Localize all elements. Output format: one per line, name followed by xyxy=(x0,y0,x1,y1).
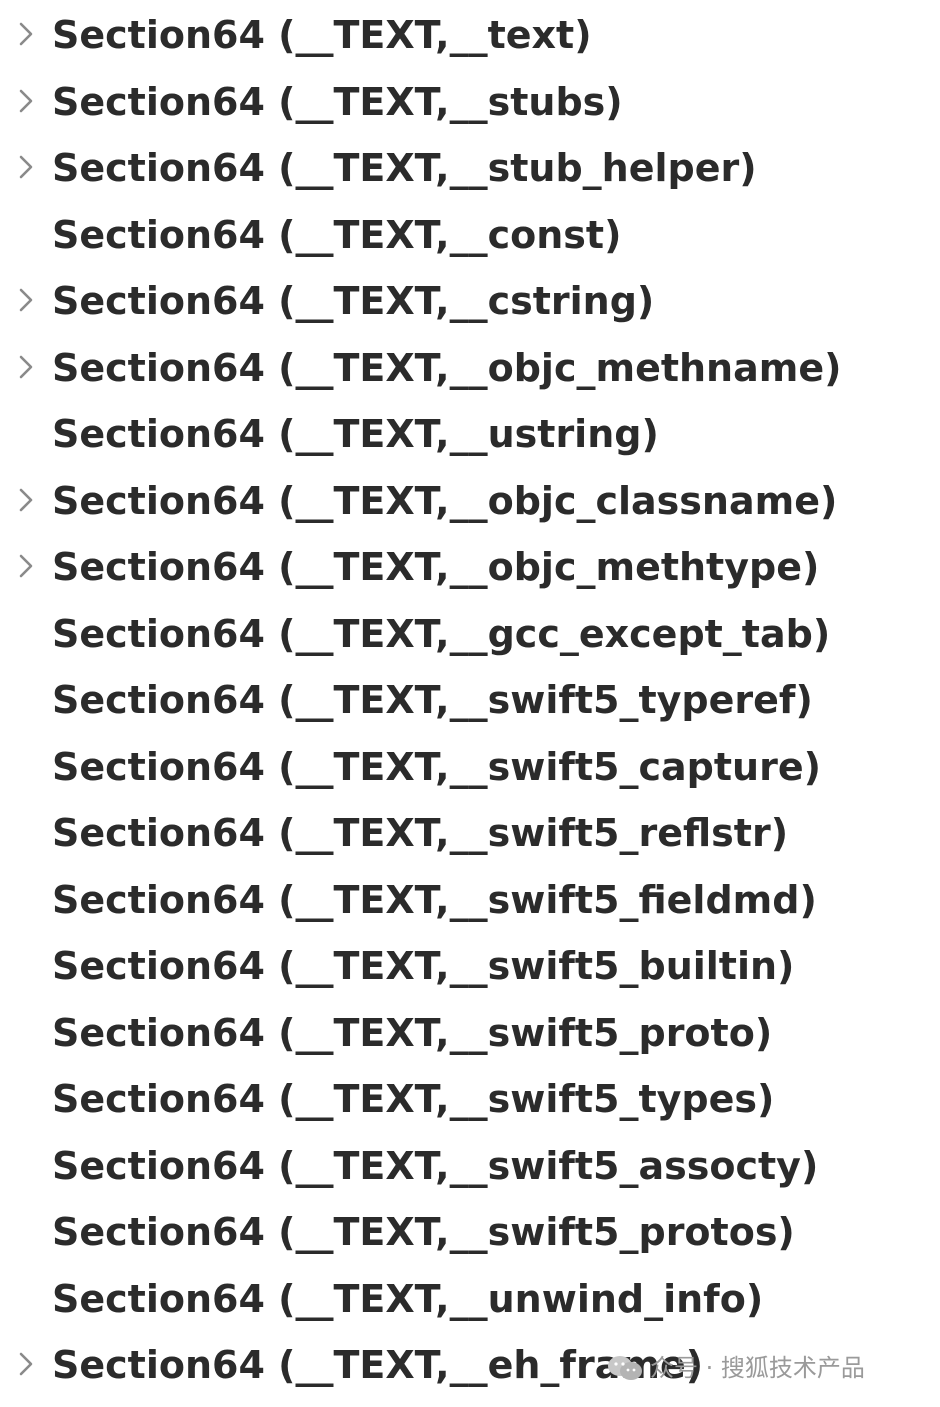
section-label: Section64 (__TEXT,__const) xyxy=(52,212,622,257)
tree-row[interactable]: Section64 (__TEXT,__text) xyxy=(0,2,940,69)
section-label: Section64 (__TEXT,__swift5_capture) xyxy=(52,744,821,789)
section-label: Section64 (__TEXT,__swift5_builtin) xyxy=(52,944,795,988)
tree-row[interactable]: Section64 (__TEXT,__swift5_types) xyxy=(0,1066,940,1133)
chevron-right-icon[interactable] xyxy=(12,534,40,601)
watermark-text: 众号 · 搜狐技术产品 xyxy=(650,1354,865,1382)
chevron-right-icon[interactable] xyxy=(12,2,40,69)
tree-row[interactable]: Section64 (__TEXT,__stub_helper) xyxy=(0,135,940,202)
section-label: Section64 (__TEXT,__swift5_assocty) xyxy=(52,1143,819,1188)
section-label: Section64 (__TEXT,__gcc_except_tab) xyxy=(52,611,831,656)
tree-row[interactable]: Section64 (__TEXT,__objc_methname) xyxy=(0,335,940,402)
tree-row[interactable]: Section64 (__TEXT,__eh_frame) xyxy=(0,1332,940,1399)
section-label: Section64 (__TEXT,__stubs) xyxy=(52,79,623,124)
chevron-right-icon[interactable] xyxy=(12,268,40,335)
tree-row[interactable]: Section64 (__TEXT,__objc_classname) xyxy=(0,468,940,535)
section-label: Section64 (__TEXT,__swift5_fieldmd) xyxy=(52,877,817,922)
section-label: Section64 (__TEXT,__swift5_reflstr) xyxy=(52,811,789,855)
section-label: Section64 (__TEXT,__cstring) xyxy=(52,279,655,323)
section-label: Section64 (__TEXT,__eh_frame) xyxy=(52,1343,704,1387)
tree-row[interactable]: Section64 (__TEXT,__swift5_fieldmd) xyxy=(0,867,940,934)
section-label: Section64 (__TEXT,__objc_methname) xyxy=(52,345,842,390)
section-label: Section64 (__TEXT,__swift5_proto) xyxy=(52,1010,773,1055)
tree-row[interactable]: Section64 (__TEXT,__objc_methtype) xyxy=(0,534,940,601)
section-label: Section64 (__TEXT,__objc_methtype) xyxy=(52,545,820,589)
section-label: Section64 (__TEXT,__swift5_protos) xyxy=(52,1210,795,1254)
tree-row[interactable]: Section64 (__TEXT,__stubs) xyxy=(0,69,940,136)
section-label: Section64 (__TEXT,__ustring) xyxy=(52,412,659,456)
tree-row[interactable]: Section64 (__TEXT,__swift5_typeref) xyxy=(0,667,940,734)
section-label: Section64 (__TEXT,__swift5_types) xyxy=(52,1077,775,1121)
tree-row[interactable]: Section64 (__TEXT,__swift5_capture) xyxy=(0,734,940,801)
watermark: 众号 · 搜狐技术产品 xyxy=(606,1347,865,1387)
tree-row[interactable]: Section64 (__TEXT,__swift5_builtin) xyxy=(0,933,940,1000)
tree-row[interactable]: Section64 (__TEXT,__swift5_assocty) xyxy=(0,1133,940,1200)
tree-row[interactable]: Section64 (__TEXT,__swift5_reflstr) xyxy=(0,800,940,867)
section-label: Section64 (__TEXT,__stub_helper) xyxy=(52,146,757,190)
chevron-right-icon[interactable] xyxy=(12,69,40,136)
chevron-right-icon[interactable] xyxy=(12,468,40,535)
wechat-logo-icon xyxy=(606,1354,644,1382)
chevron-right-icon[interactable] xyxy=(12,135,40,202)
tree-row[interactable]: Section64 (__TEXT,__const) xyxy=(0,202,940,269)
section-label: Section64 (__TEXT,__unwind_info) xyxy=(52,1276,764,1321)
chevron-right-icon[interactable] xyxy=(12,1332,40,1399)
tree-row[interactable]: Section64 (__TEXT,__gcc_except_tab) xyxy=(0,601,940,668)
tree-row[interactable]: Section64 (__TEXT,__unwind_info) xyxy=(0,1266,940,1333)
tree-row[interactable]: Section64 (__TEXT,__swift5_proto) xyxy=(0,1000,940,1067)
tree-row[interactable]: Section64 (__TEXT,__cstring) xyxy=(0,268,940,335)
chevron-right-icon[interactable] xyxy=(12,335,40,402)
tree-row[interactable]: Section64 (__TEXT,__ustring) xyxy=(0,401,940,468)
section-label: Section64 (__TEXT,__text) xyxy=(52,13,592,57)
section-label: Section64 (__TEXT,__objc_classname) xyxy=(52,478,838,523)
section-label: Section64 (__TEXT,__swift5_typeref) xyxy=(52,678,813,722)
tree-row[interactable]: Section64 (__TEXT,__swift5_protos) xyxy=(0,1199,940,1266)
